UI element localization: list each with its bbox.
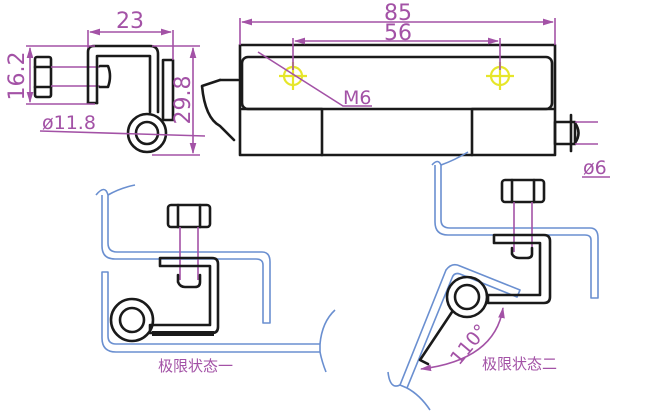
knuckle-right	[470, 107, 555, 157]
dim-total-height-label: 29.8	[171, 76, 196, 125]
dim-bolt-height-label: 16.2	[5, 52, 30, 101]
hinge-leaf-window	[240, 55, 554, 111]
bracket	[148, 256, 220, 335]
pin-tip	[573, 121, 580, 145]
door-panel-lower-rotated	[399, 263, 521, 389]
thread-leader	[257, 51, 372, 107]
hinge-body	[238, 43, 557, 157]
dim-pin-end-label: ø6	[583, 157, 607, 179]
dim-hole-spacing-label: 56	[384, 21, 412, 46]
limit-state-2-caption: 极限状态二	[482, 355, 557, 373]
door-panel-upper	[95, 188, 271, 324]
pin-knuckle-outer	[109, 297, 155, 343]
knuckle-left	[240, 107, 324, 157]
door-panel-upper	[431, 160, 599, 299]
angle-arc	[419, 306, 505, 372]
panel-break-line	[440, 151, 469, 166]
limit-state-1-caption: 极限状态一	[158, 357, 233, 375]
front-view: 85 56 M6 ø6	[238, 1, 610, 179]
limit-state-2-drawing: 110° 极限状态二	[387, 151, 599, 411]
thread-label: M6	[343, 87, 371, 109]
leaf-plate	[161, 58, 175, 122]
pin-knuckle-inner	[453, 283, 481, 311]
bolt-tip	[176, 273, 202, 289]
bracket-inner	[95, 54, 152, 114]
bolt-tip	[98, 64, 112, 89]
pin-knuckle-outer	[445, 275, 489, 319]
limit-state-1-drawing: 极限状态一	[95, 184, 336, 375]
bolt-head	[166, 203, 212, 229]
dim-width-label: 23	[116, 9, 144, 34]
bolt-tip	[510, 246, 534, 260]
leaf-plate	[152, 331, 214, 336]
bolt-head	[33, 55, 53, 99]
dim-pin-diameter-label: ø11.8	[42, 112, 96, 134]
pin-knuckle-outer	[126, 112, 168, 154]
flange-curve	[200, 78, 236, 142]
panel-break-line	[387, 371, 431, 411]
side-view: 23 16.2 29.8 ø11.8	[5, 9, 240, 156]
pin-knuckle-inner	[118, 306, 146, 334]
dim-pin-diameter-leader	[39, 130, 206, 137]
pin-knuckle-inner	[134, 120, 160, 146]
pin-end	[553, 120, 577, 146]
bolt-head	[500, 178, 546, 204]
dim-total-length-label: 85	[384, 1, 412, 26]
panel-break-line	[107, 184, 136, 196]
panel-break-line	[319, 309, 336, 373]
bracket-outer	[86, 44, 160, 114]
